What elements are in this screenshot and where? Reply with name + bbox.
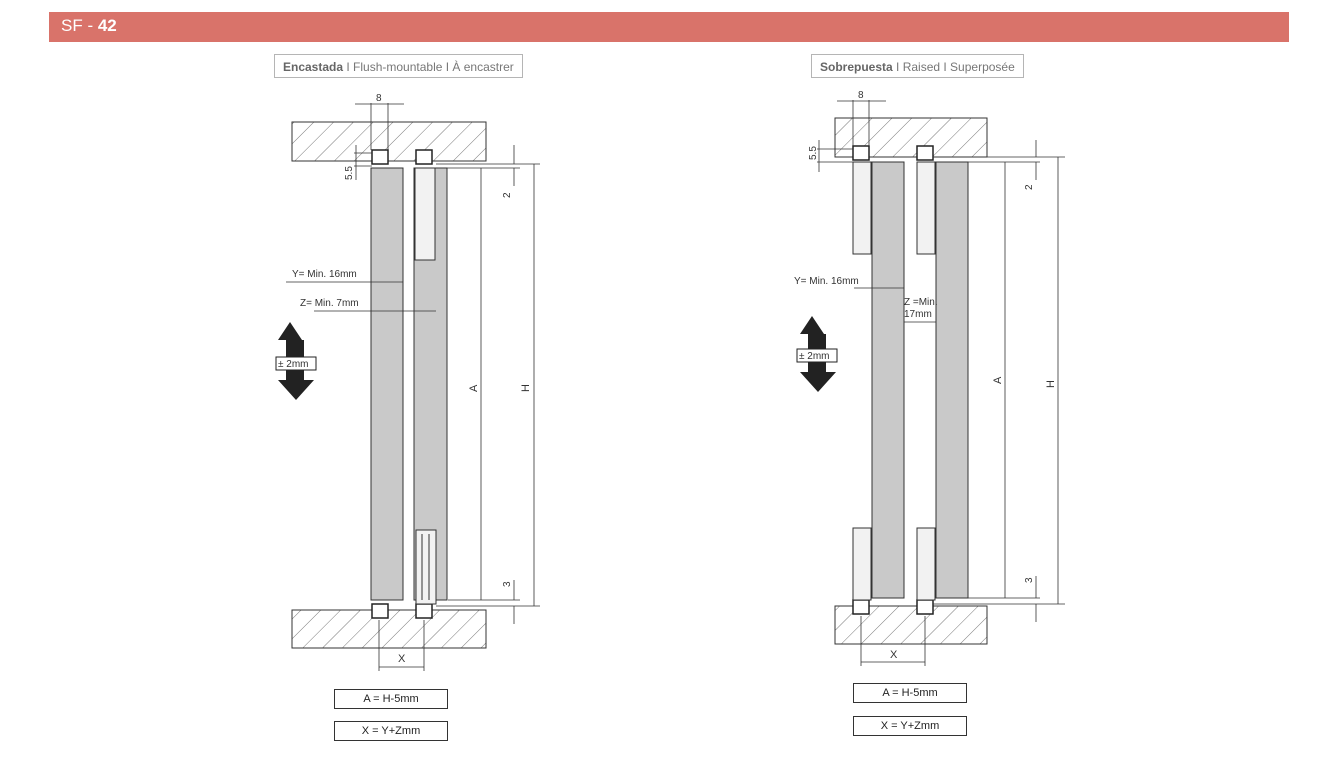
left-bottom-guide <box>415 529 437 605</box>
right-dim-Z-line2: 17mm <box>904 309 932 320</box>
right-bottom-guide-2 <box>916 527 936 601</box>
left-bottom-track-2 <box>415 603 433 619</box>
left-section-title: Encastada I Flush-mountable I À encastre… <box>274 54 523 78</box>
right-dim-5-5: 5.5 <box>808 146 819 160</box>
left-height-adjust-icon: ± 2mm <box>275 322 317 400</box>
left-dim-Y: Y= Min. 16mm <box>292 269 357 280</box>
left-formula-a: A = H-5mm <box>334 689 448 709</box>
left-dim-A: A <box>468 384 480 392</box>
left-formula-x: X = Y+Zmm <box>334 721 448 741</box>
page-code-prefix: SF - <box>61 16 98 35</box>
right-title-rest: I Raised I Superposée <box>892 60 1015 74</box>
right-section-title: Sobrepuesta I Raised I Superposée <box>811 54 1024 78</box>
right-dim-H: H <box>1045 380 1057 388</box>
right-formula-a: A = H-5mm <box>853 683 967 703</box>
left-top-hanger <box>414 167 436 261</box>
right-height-adjust-icon: ± 2mm <box>796 316 838 392</box>
right-top-track-2 <box>916 145 934 161</box>
right-top-hanger-1 <box>852 161 872 255</box>
left-title-rest: I Flush-mountable I À encastrer <box>343 60 514 74</box>
right-bottom-guide-1 <box>852 527 872 601</box>
left-door-panel-1 <box>370 167 404 601</box>
right-dim-A: A <box>992 376 1004 384</box>
right-door-panel-2 <box>935 161 969 599</box>
right-dim-3: 3 <box>1024 577 1035 583</box>
left-dim-5-5: 5.5 <box>344 166 355 180</box>
right-top-track-1 <box>852 145 870 161</box>
left-drawing: 8 5.5 A H 2 3 X Y= Min. 16mm Z= Min. 7mm <box>275 93 540 671</box>
right-top-hanger-2 <box>916 161 936 255</box>
left-top-track-2 <box>415 149 433 165</box>
right-drawing: 8 5.5 A H 2 3 X Y= Min. 16mm Z =Min. 17m… <box>794 90 1065 666</box>
left-top-beam <box>291 121 487 162</box>
right-dim-2: 2 <box>1024 184 1035 190</box>
left-dim-2: 2 <box>502 192 513 198</box>
right-dim-Z-line1: Z =Min. <box>904 297 938 308</box>
left-dim-X: X <box>398 653 406 665</box>
left-top-track-1 <box>371 149 389 165</box>
header-bar: SF - 42 <box>49 12 1289 42</box>
right-adjust-label: ± 2mm <box>799 351 830 362</box>
left-dim-Z: Z= Min. 7mm <box>300 298 359 309</box>
right-dim-8: 8 <box>858 90 864 101</box>
left-bottom-beam <box>291 609 487 649</box>
left-adjust-label: ± 2mm <box>278 359 309 370</box>
left-bottom-track-1 <box>371 603 389 619</box>
right-formula-x: X = Y+Zmm <box>853 716 967 736</box>
left-dim-H: H <box>520 384 532 392</box>
left-dim-3: 3 <box>502 581 513 587</box>
left-title-strong: Encastada <box>283 60 344 74</box>
right-bottom-track-2 <box>916 599 934 615</box>
page-code-number: 42 <box>97 16 117 35</box>
right-bottom-track-1 <box>852 599 870 615</box>
right-door-panel-1 <box>871 161 905 599</box>
page-code: SF - 42 <box>61 16 117 36</box>
right-title-strong: Sobrepuesta <box>820 60 893 74</box>
right-dim-Y: Y= Min. 16mm <box>794 276 859 287</box>
right-dim-X: X <box>890 649 898 661</box>
left-dim-8: 8 <box>376 93 382 104</box>
